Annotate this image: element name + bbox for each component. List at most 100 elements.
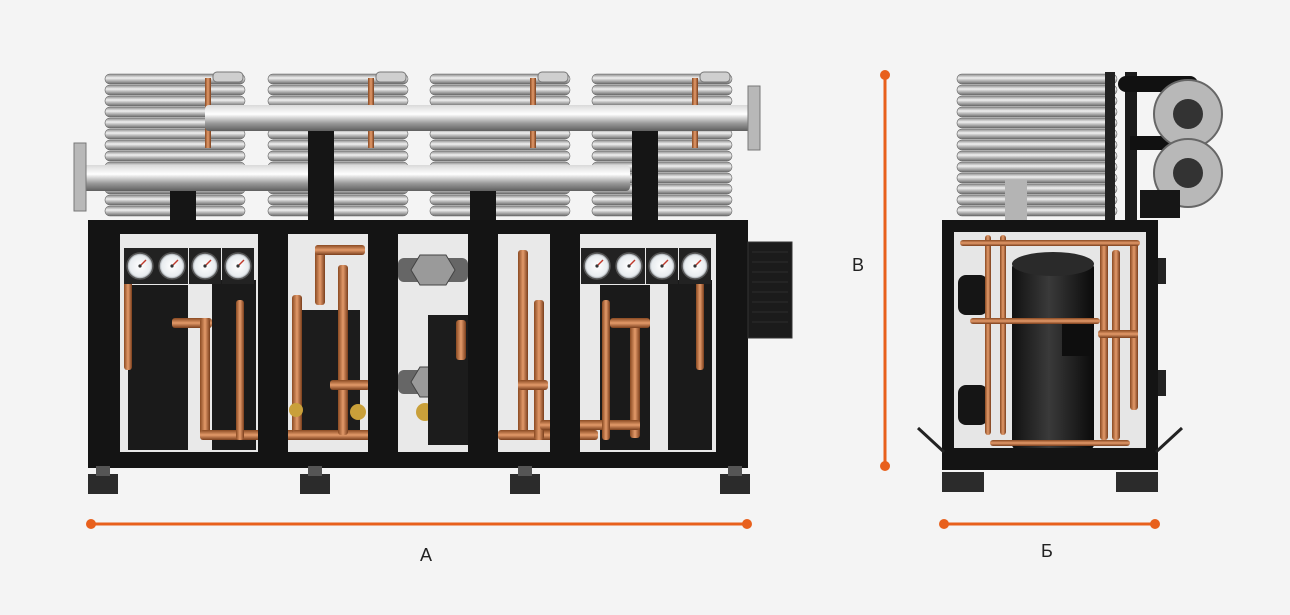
copper-pipe <box>1100 240 1108 440</box>
electrical-box <box>747 241 793 339</box>
coil-fitting <box>537 71 569 83</box>
gauge-hub <box>170 264 174 268</box>
pressure-gauge <box>124 248 156 284</box>
coil-turn <box>591 84 733 96</box>
copper-pipe <box>1130 240 1138 410</box>
coil-stack-3 <box>429 71 571 217</box>
coil-fitting <box>212 71 244 83</box>
coil-turn <box>591 95 733 107</box>
pressure-gauge <box>189 248 221 284</box>
copper-pipe <box>330 380 370 390</box>
coil-turn <box>429 139 571 151</box>
dimension-label-v: В <box>852 255 865 275</box>
receiver-small <box>958 275 988 315</box>
coil-turn <box>429 150 571 162</box>
coil-turn <box>267 84 409 96</box>
pressure-gauge <box>156 248 188 284</box>
coil-turn <box>591 205 733 217</box>
filter-nut <box>410 254 456 286</box>
side-coil-stack <box>956 73 1118 217</box>
front-frame <box>88 220 748 468</box>
dimension-line-a <box>86 519 752 529</box>
copper-pipe <box>1000 235 1006 435</box>
copper-pipe <box>696 270 704 370</box>
dimension-line-v <box>880 70 890 471</box>
coil-turn <box>956 183 1118 195</box>
coil-turn <box>591 150 733 162</box>
compressor <box>1012 262 1094 450</box>
copper-pipe <box>518 380 548 390</box>
copper-pipe <box>315 245 365 255</box>
gauge-hub <box>138 264 142 268</box>
copper-pipe <box>534 300 544 440</box>
terminal-box <box>1062 320 1090 356</box>
copper-pipe <box>292 295 302 435</box>
coil-stack-2 <box>267 71 409 217</box>
gauge-hub <box>627 264 631 268</box>
coil-turn <box>104 84 246 96</box>
receiver-small <box>958 385 988 425</box>
copper-pipe <box>1112 250 1120 440</box>
coil-turn <box>956 106 1118 118</box>
coil-turn <box>956 150 1118 162</box>
copper-pipe <box>970 318 1100 324</box>
coil-turn <box>104 95 246 107</box>
coil-turn <box>429 205 571 217</box>
copper-pipe <box>200 318 210 438</box>
pressure-gauge <box>679 248 711 284</box>
coil-turn <box>267 95 409 107</box>
gauge-hub <box>236 264 240 268</box>
coil-turn <box>104 139 246 151</box>
coil-turn <box>267 205 409 217</box>
copper-pipe <box>990 440 1130 446</box>
copper-pipe <box>456 320 466 360</box>
copper-pipe <box>498 430 598 440</box>
copper-pipe <box>602 300 610 440</box>
pressure-gauge <box>646 248 678 284</box>
front-view <box>73 71 793 494</box>
side-view <box>916 72 1223 492</box>
copper-pipe <box>610 318 650 328</box>
gauge-hub <box>595 264 599 268</box>
copper-pipe <box>315 245 325 305</box>
side-frame <box>942 220 1158 470</box>
coil-fitting <box>375 71 407 83</box>
front-feet <box>88 466 750 494</box>
coil-turn <box>429 84 571 96</box>
coil-turn <box>956 172 1118 184</box>
copper-pipe <box>518 250 528 440</box>
dimension-line-b <box>939 519 1160 529</box>
coil-turn <box>956 139 1118 151</box>
copper-pipe <box>124 270 132 370</box>
gauge-hub <box>660 264 664 268</box>
copper-pipe <box>236 300 244 440</box>
coil-turn <box>267 139 409 151</box>
valve-brass <box>350 404 366 420</box>
receiver <box>212 280 256 450</box>
copper-pipe <box>985 235 991 435</box>
receiver <box>128 285 188 450</box>
coil-turn <box>956 161 1118 173</box>
coil-turn <box>956 194 1118 206</box>
coil-turn <box>956 95 1118 107</box>
gauge-hub <box>203 264 207 268</box>
coil-turn <box>429 194 571 206</box>
coil-turn <box>267 150 409 162</box>
dimension-label-b: Б <box>1041 541 1053 561</box>
copper-pipe <box>960 240 1140 246</box>
copper-pipe <box>630 318 640 438</box>
coil-turn <box>956 205 1118 217</box>
coil-turn <box>429 95 571 107</box>
copper-pipe <box>1098 330 1138 338</box>
compressor-top <box>1012 252 1094 276</box>
coil-stack-4 <box>591 71 733 217</box>
gauge-hub <box>693 264 697 268</box>
coil-turn <box>956 73 1118 85</box>
coil-fitting <box>699 71 731 83</box>
coil-turn <box>267 194 409 206</box>
heat-exchanger <box>300 310 360 440</box>
copper-pipe <box>338 265 348 435</box>
copper-pipe <box>292 430 372 440</box>
pressure-gauge <box>581 248 613 284</box>
